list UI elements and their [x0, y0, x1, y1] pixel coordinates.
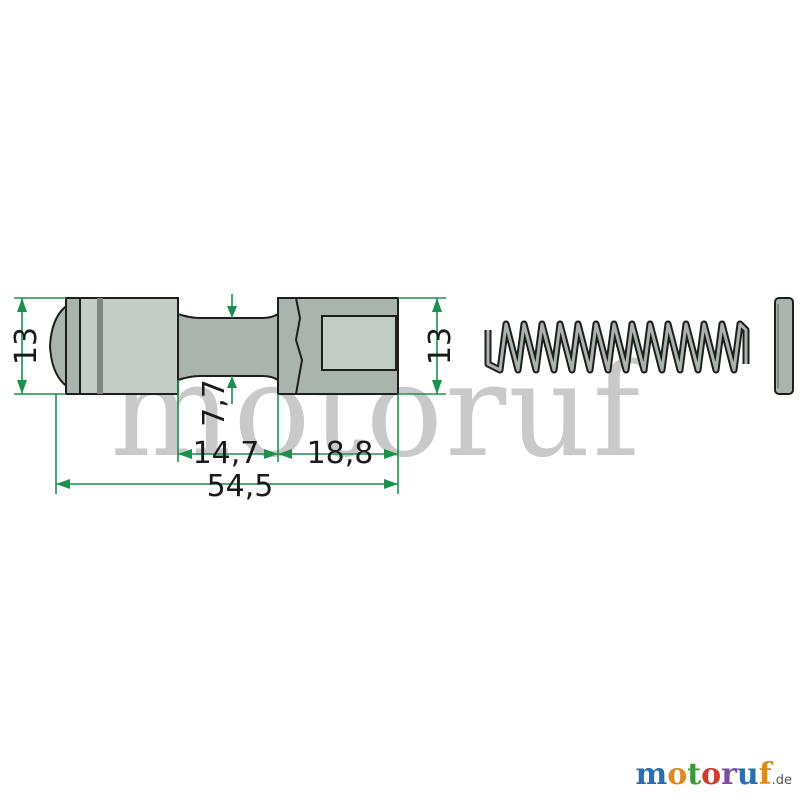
spring-coil [486, 322, 748, 372]
bolt-cap-ring [65, 297, 81, 395]
dimension-lines [14, 294, 446, 494]
brand-letter: r [721, 757, 737, 792]
dim-head-length: 18,8 [307, 436, 374, 471]
bolt-neck [177, 312, 279, 382]
brand-logo: motoruf.de [635, 757, 792, 792]
spring-part [484, 320, 750, 374]
dim-height-right: 13 [423, 327, 458, 365]
washer [774, 297, 794, 395]
brand-letter: u [736, 757, 759, 792]
head-slot [321, 315, 397, 371]
washer-part [774, 297, 794, 395]
brand-suffix: .de [771, 773, 792, 788]
bolt-part [48, 297, 399, 395]
dim-neck-length: 14,7 [193, 436, 260, 471]
head-break-line [294, 297, 304, 395]
dim-neck-diameter: 7,7 [197, 379, 232, 427]
brand-wordmark: motoruf [635, 757, 771, 792]
brand-letter: t [687, 757, 702, 792]
brand-letter: f [758, 757, 772, 792]
brand-letter: o [667, 757, 688, 792]
dim-height-left: 13 [9, 327, 44, 365]
brand-letter: m [635, 757, 668, 792]
bolt-shoulder [79, 297, 179, 395]
dim-total-length: 54,5 [207, 469, 274, 504]
brand-letter: o [701, 757, 722, 792]
